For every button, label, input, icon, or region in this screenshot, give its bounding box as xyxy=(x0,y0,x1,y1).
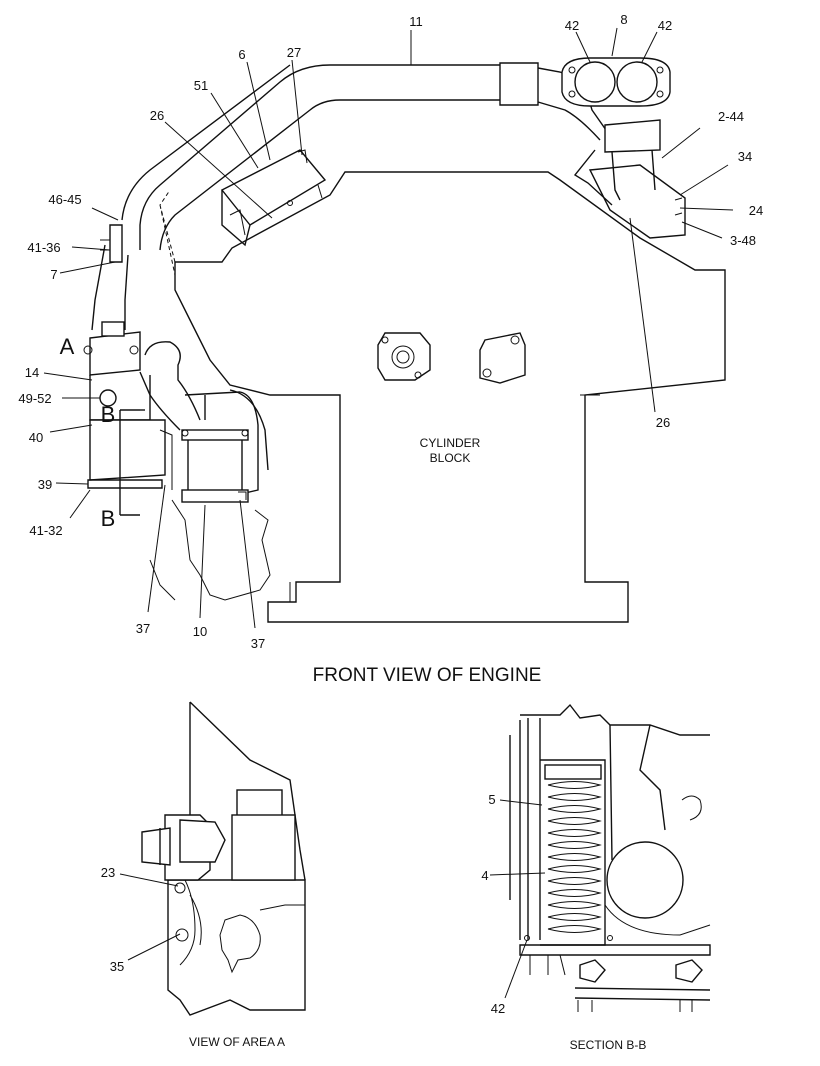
callout-40: 40 xyxy=(29,430,43,445)
right-housing xyxy=(588,164,686,239)
spring-4 xyxy=(547,781,602,933)
callout-26-upper: 26 xyxy=(150,108,164,123)
right-cover-plate xyxy=(479,332,526,384)
block-label-line1: CYLINDER xyxy=(420,436,481,450)
callout-34: 34 xyxy=(738,149,752,164)
block-lower-left-contour xyxy=(149,499,271,601)
callout-42-right: 42 xyxy=(658,18,672,33)
view-marker-b-bottom: B xyxy=(101,506,116,531)
callout-labels: 11 42 8 42 6 27 51 26 2-44 34 24 3-48 46… xyxy=(18,12,763,1016)
callout-35: 35 xyxy=(110,959,124,974)
callout-11: 11 xyxy=(409,14,423,29)
section-marker-b xyxy=(119,409,145,516)
callout-14: 14 xyxy=(25,365,39,380)
valve-body-upper xyxy=(220,149,327,247)
block-label-line2: BLOCK xyxy=(430,451,471,465)
callout-6: 6 xyxy=(238,47,245,62)
callout-51: 51 xyxy=(194,78,208,93)
filter-housing-14 xyxy=(83,321,173,490)
callout-3-48: 3-48 xyxy=(730,233,756,248)
section-bb-drawing xyxy=(509,703,711,1012)
view-marker-a: A xyxy=(60,334,75,359)
callout-42-left: 42 xyxy=(565,18,579,33)
cylinder-block-label: CYLINDER BLOCK xyxy=(420,436,481,465)
callout-41-36: 41-36 xyxy=(27,240,60,255)
callout-27: 27 xyxy=(287,45,301,60)
view-area-a-drawing xyxy=(141,701,306,1016)
callout-5: 5 xyxy=(488,792,495,807)
title-section-bb: SECTION B-B xyxy=(570,1038,647,1052)
callout-39: 39 xyxy=(38,477,52,492)
clamp-flange-8 xyxy=(561,57,671,107)
callout-42-section: 42 xyxy=(491,1001,505,1016)
tube-11 xyxy=(91,64,500,331)
leader-lines xyxy=(43,27,734,999)
cylinder-block-outline xyxy=(159,171,726,623)
callout-10: 10 xyxy=(193,624,207,639)
callout-24: 24 xyxy=(749,203,763,218)
view-titles: FRONT VIEW OF ENGINE VIEW OF AREA A SECT… xyxy=(189,665,646,1052)
callout-4: 4 xyxy=(481,868,488,883)
title-front-view: FRONT VIEW OF ENGINE xyxy=(313,665,542,686)
callout-7: 7 xyxy=(50,267,57,282)
left-cover-plate xyxy=(377,332,431,381)
title-view-area-a: VIEW OF AREA A xyxy=(189,1035,285,1049)
callout-37-left: 37 xyxy=(136,621,150,636)
callout-8: 8 xyxy=(620,12,627,27)
elbow-10 xyxy=(139,341,269,501)
callout-46-45: 46-45 xyxy=(48,192,81,207)
clamp-10 xyxy=(181,429,249,503)
callout-49-52: 49-52 xyxy=(18,391,51,406)
callout-23: 23 xyxy=(101,865,115,880)
callout-41-32: 41-32 xyxy=(29,523,62,538)
callout-26-lower: 26 xyxy=(656,415,670,430)
callout-2-44: 2-44 xyxy=(718,109,744,124)
view-marker-b-top: B xyxy=(101,402,116,427)
callout-37-right: 37 xyxy=(251,636,265,651)
